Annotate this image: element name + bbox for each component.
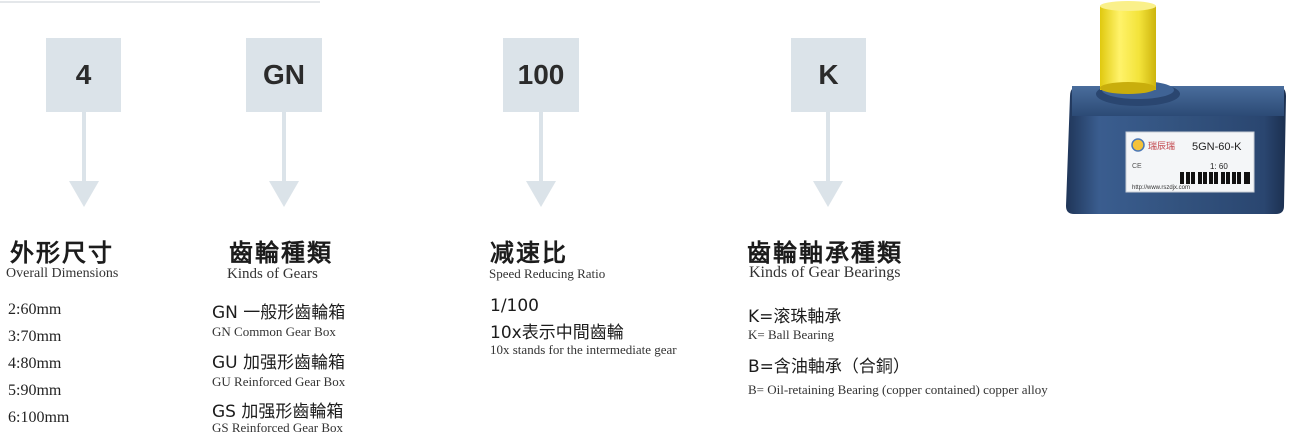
gearbox-product-image: 瑞辰瑞 5GN-60-K CE 1: 60 http://www.rszdjx.… (1066, 1, 1286, 214)
list-item: 2:60mm (8, 301, 62, 318)
ratio-title-en: Speed Reducing Ratio (489, 266, 606, 281)
barcode-icon (1180, 172, 1250, 184)
code-box-size: 4 (46, 38, 121, 112)
ratio-intermediate-cn: 10x表示中間齒輪 (490, 323, 624, 343)
code-box-gear-kind: GN (246, 38, 322, 112)
gear-kind-gn-en: GN Common Gear Box (212, 324, 336, 339)
arrow-shaft-ratio (539, 112, 543, 182)
label-model: 5GN-60-K (1192, 141, 1242, 153)
dimensions-title-en: Overall Dimensions (6, 266, 119, 281)
label-marks: CE (1132, 163, 1142, 170)
code-box-bearing: K (791, 38, 866, 112)
list-item: 3:70mm (8, 328, 62, 345)
list-item: 5:90mm (8, 382, 62, 399)
ratio-title-cn: 减速比 (490, 239, 568, 267)
gear-kind-gu-cn: GU 加强形齒輪箱 (212, 353, 346, 373)
code-box-ratio: 100 (503, 38, 579, 112)
ratio-value: 1/100 (490, 296, 539, 316)
gear-kind-gu-en: GU Reinforced Gear Box (212, 374, 346, 389)
dimensions-list: 2:60mm 3:70mm 4:80mm 5:90mm 6:100mm (8, 296, 69, 431)
bearings-title-en: Kinds of Gear Bearings (749, 264, 901, 281)
arrow-down-icon (813, 181, 843, 207)
gear-kind-gs-cn: GS 加强形齒輪箱 (212, 402, 344, 422)
arrow-down-icon (269, 181, 299, 207)
list-item: 4:80mm (8, 355, 62, 372)
arrow-down-icon (526, 181, 556, 207)
arrow-shaft-size (82, 112, 86, 182)
arrow-shaft-bearing (826, 112, 830, 182)
gear-kinds-title-cn: 齒輪種類 (229, 239, 333, 267)
top-divider (0, 1, 320, 3)
gear-kinds-title-en: Kinds of Gears (227, 266, 318, 282)
bearings-title-cn: 齒輪軸承種類 (747, 239, 903, 267)
label-url: http://www.rszdjx.com (1132, 185, 1190, 191)
code-gear-kind: GN (263, 59, 305, 90)
code-bearing: K (818, 59, 839, 90)
arrow-shaft-gear-kind (282, 112, 286, 182)
label-brand: 瑞辰瑞 (1148, 140, 1175, 152)
dimensions-title-cn: 外形尺寸 (10, 239, 114, 267)
code-ratio: 100 (517, 59, 565, 90)
bearing-oil-cn: B=含油軸承（合銅） (748, 357, 910, 377)
ratio-intermediate-en: 10x stands for the intermediate gear (490, 342, 677, 357)
label-ratio: 1: 60 (1210, 162, 1228, 171)
bearing-ball-en: K= Ball Bearing (748, 327, 835, 342)
code-size: 4 (75, 59, 92, 90)
gear-kind-gn-cn: GN 一般形齒輪箱 (212, 303, 346, 323)
arrow-down-icon (69, 181, 99, 207)
gear-kind-gs-en: GS Reinforced Gear Box (212, 420, 344, 435)
bearing-oil-en: B= Oil-retaining Bearing (copper contain… (748, 382, 1048, 397)
bearing-ball-cn: K=滚珠軸承 (748, 307, 842, 327)
list-item: 6:100mm (8, 409, 70, 426)
